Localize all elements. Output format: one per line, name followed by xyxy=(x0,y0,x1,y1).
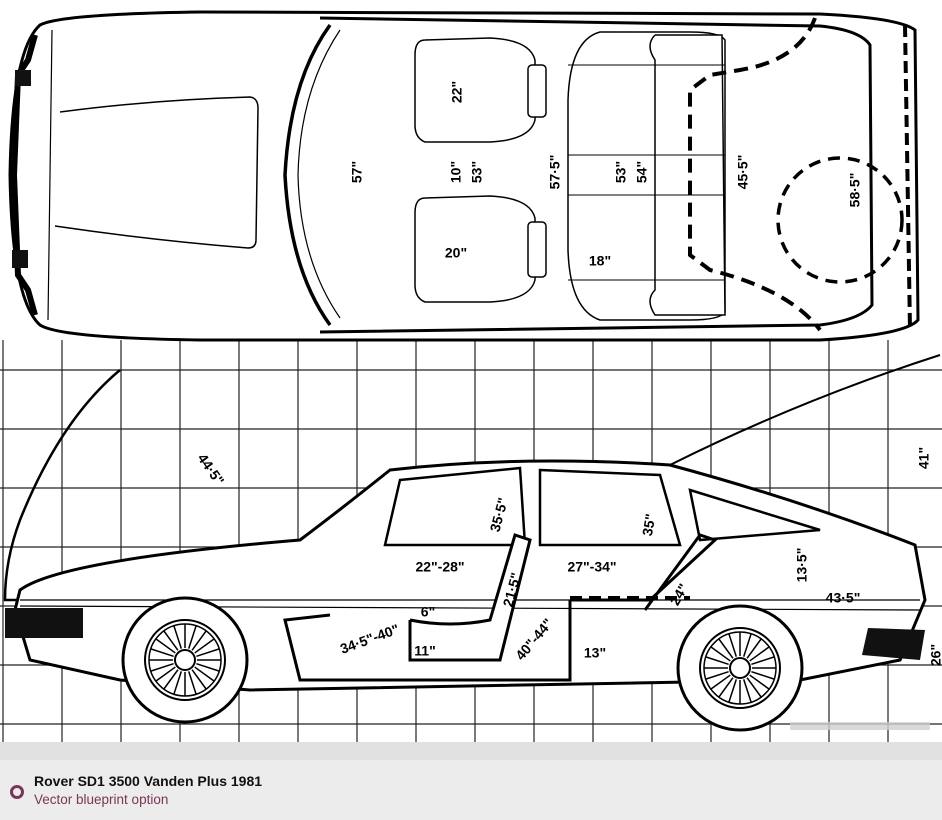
wheel-spoke xyxy=(173,671,183,695)
dimension-label-load-length: 43·5" xyxy=(826,590,861,606)
wheel-spoke xyxy=(155,638,176,654)
dimension-label-mid-width: 57·5" xyxy=(547,155,563,190)
wheel-spoke xyxy=(718,677,734,698)
dimension-label-bonnet-open: 44·5" xyxy=(195,450,228,488)
dimension-label-steering-clearance: 6" xyxy=(421,604,435,620)
wheel-spoke xyxy=(718,638,734,659)
caption-title: Rover SD1 3500 Vanden Plus 1981 xyxy=(34,773,263,789)
dimension-label-front-legroom-range: 22"-28" xyxy=(415,559,464,575)
dimension-label-front-seat-width: 20" xyxy=(445,245,467,261)
wheel-spoke xyxy=(742,679,752,703)
wheel-spoke xyxy=(746,638,762,659)
wheel-spoke xyxy=(751,670,775,680)
wheel-spoke xyxy=(749,674,770,690)
blueprint-svg: 57" 22" 10" 53" 20" 57·5" 18" 53" 54" 45·5" 58·5" 4… xyxy=(0,10,942,742)
top-view xyxy=(8,10,920,342)
wheels xyxy=(121,596,804,732)
dimension-label-rear-headroom: 35" xyxy=(639,512,659,537)
wheel-spoke xyxy=(710,674,731,690)
wheel-ring xyxy=(174,649,196,671)
dimension-label-bumper-height: 26" xyxy=(928,644,942,666)
wheel-ring xyxy=(729,657,751,679)
dimension-label-rear-cushion-height: 13" xyxy=(584,645,606,661)
dimension-label-tailgate-open-height: 41" xyxy=(916,447,932,469)
wheel-spoke xyxy=(187,671,197,695)
dimension-label-rear-bench-depth: 18" xyxy=(589,253,611,269)
dimension-label-rear-width: 58·5" xyxy=(847,173,863,208)
wheel-spoke xyxy=(751,656,775,666)
dimension-label-front-interior-width: 57" xyxy=(349,161,365,183)
dimension-label-front-cushion-height: 11" xyxy=(414,643,435,659)
wheel-spoke xyxy=(742,633,752,657)
caption-footer: Rover SD1 3500 Vanden Plus 1981 Vector b… xyxy=(0,760,942,820)
wheel-spoke xyxy=(173,625,183,649)
dimension-label-front-seat-depth: 22" xyxy=(449,81,465,103)
wheel-spoke xyxy=(163,630,179,651)
wheel-spoke xyxy=(194,666,215,682)
wheel-spoke xyxy=(705,656,729,666)
wheel-spoke xyxy=(191,669,207,690)
wheel-spoke xyxy=(705,670,729,680)
dimension-label-load-floor-width: 45·5" xyxy=(735,155,751,190)
caption-subtitle-link[interactable]: Vector blueprint option xyxy=(34,792,169,807)
blueprint-drawing: 57" 22" 10" 53" 20" 57·5" 18" 53" 54" 45·5" 58·5" 4… xyxy=(0,10,942,742)
wheel-spoke xyxy=(749,646,770,662)
wheel-spoke xyxy=(196,648,220,658)
side-view xyxy=(3,354,941,732)
dimension-label-front-seat-gap: 10" xyxy=(448,161,464,183)
wheel-spoke xyxy=(150,648,174,658)
wheel-spoke xyxy=(187,625,197,649)
dimension-label-front-shoulder: 53" xyxy=(469,161,485,183)
wheel-spoke xyxy=(155,666,176,682)
wheel-spoke xyxy=(163,669,179,690)
wheel-spoke xyxy=(196,662,220,672)
wheel-spoke xyxy=(191,630,207,651)
separator-band xyxy=(0,742,942,760)
dimension-label-rear-shoulder: 53" xyxy=(613,161,629,183)
wheel-spoke xyxy=(728,679,738,703)
dimension-label-boot-sill: 13·5" xyxy=(794,548,810,583)
dimension-label-rear-legroom-range: 27"-34" xyxy=(567,559,616,575)
wheel-spoke xyxy=(710,646,731,662)
ring-bullet-icon xyxy=(10,785,24,799)
wheel-spoke xyxy=(728,633,738,657)
wheel-spoke xyxy=(746,677,762,698)
dimension-label-rear-hip: 54" xyxy=(634,161,650,183)
wheel-spoke xyxy=(194,638,215,654)
wheel-spoke xyxy=(150,662,174,672)
watermark xyxy=(790,722,930,730)
